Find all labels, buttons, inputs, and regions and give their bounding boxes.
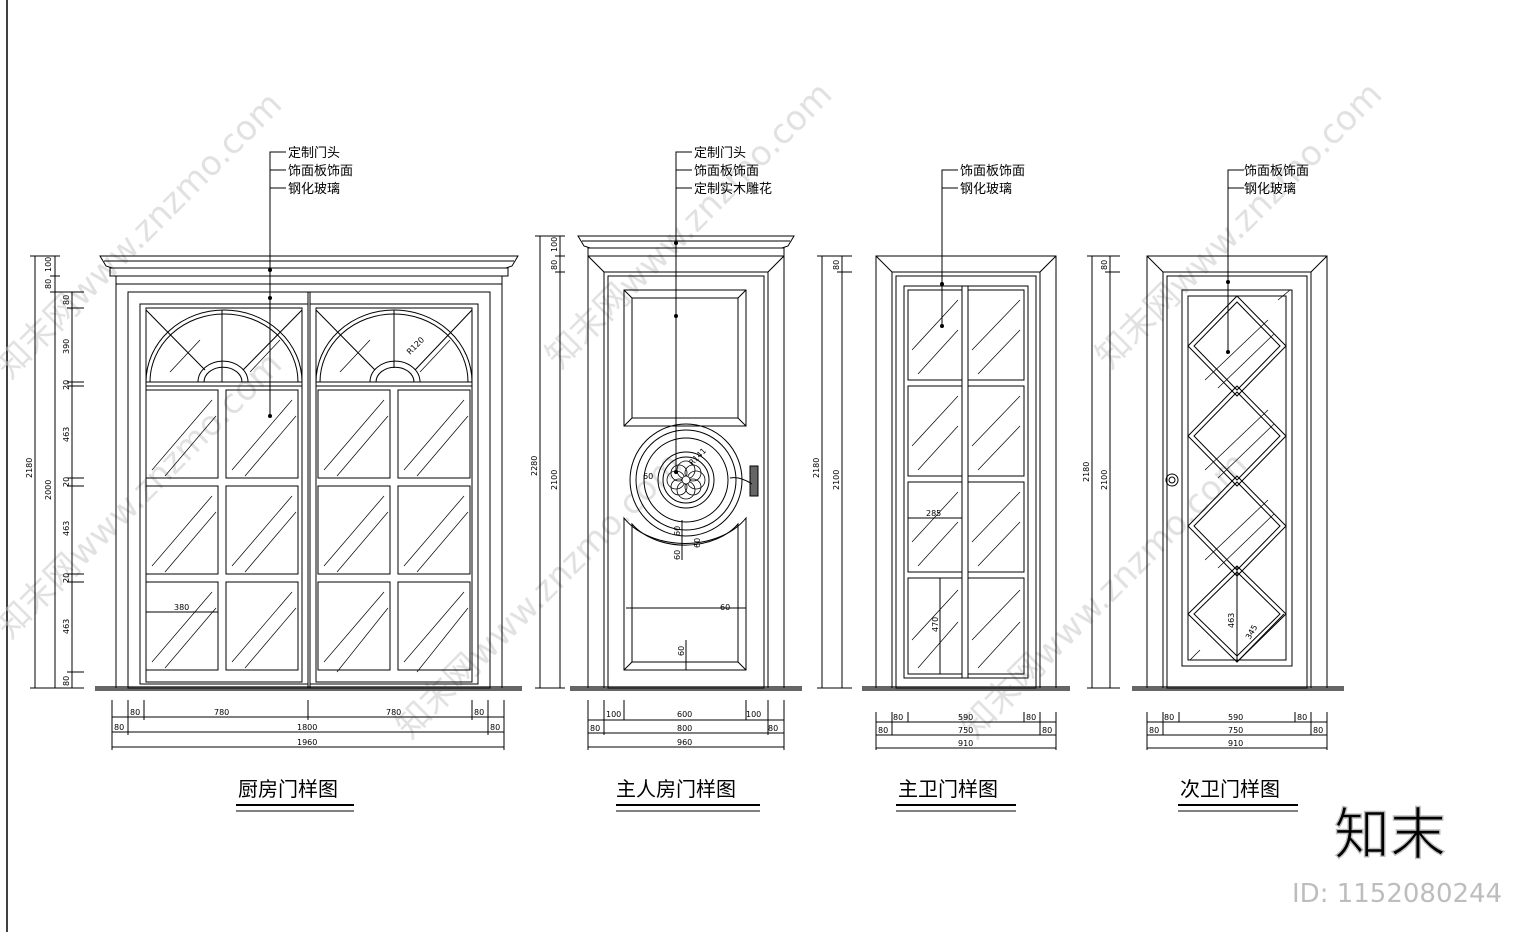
dim-label: 80 [1026, 713, 1036, 722]
note-text: 饰面板饰面 [288, 164, 353, 179]
dim-label: 80 [62, 676, 71, 686]
note-text: 饰面板饰面 [694, 164, 759, 179]
door-second-bath-labels: 饰面板饰面 钢化玻璃 次卫门样图 463 345 2180 2100 80 80… [1082, 164, 1323, 801]
dim-label: 750 [1228, 726, 1243, 735]
note-text: 定制门头 [288, 146, 340, 161]
dim-label: 590 [958, 713, 973, 722]
dim-label: 80 [590, 724, 600, 733]
dim-label: 60 [677, 646, 686, 656]
dim-label: 80 [832, 260, 841, 270]
dim-label: 2180 [25, 458, 34, 478]
dim-label: 463 [62, 619, 71, 634]
dim-label: 1800 [297, 723, 317, 732]
note-text: 钢化玻璃 [1244, 182, 1296, 197]
dim-label: 1960 [297, 738, 317, 747]
dim-label: 60 [643, 472, 653, 481]
dim-label: 910 [1228, 739, 1243, 748]
watermark-text: 知末网www.znzmo.com [1088, 74, 1390, 376]
dim-label: 100 [550, 237, 559, 252]
dim-label: 80 [114, 723, 124, 732]
dim-label: 60 [720, 603, 730, 612]
brand-watermark: 知末 ID: 1152080244 [1292, 802, 1502, 909]
dim-label: 80 [44, 279, 53, 289]
dim-label: 80 [893, 713, 903, 722]
dim-label: 80 [130, 708, 140, 717]
door-kitchen [30, 151, 522, 812]
dim-label: 910 [958, 739, 973, 748]
note-text: 定制实木雕花 [694, 181, 772, 197]
dim-label: 463 [62, 427, 71, 442]
dim-label: 100 [746, 710, 761, 719]
door-leaf [1166, 275, 1308, 689]
dim-label: 380 [174, 603, 189, 612]
dim-label: 80 [62, 295, 71, 305]
door-title: 次卫门样图 [1180, 777, 1280, 801]
dim-label: 2180 [1082, 462, 1091, 482]
dim-label: 463 [62, 521, 71, 536]
watermark-text: 知末网www.znzmo.com [0, 84, 290, 386]
dim-label: 285 [926, 509, 941, 518]
dim-label: 80 [474, 708, 484, 717]
dim-label: 80 [1042, 726, 1052, 735]
dim-label: 80 [878, 726, 888, 735]
dim-label: 2280 [530, 456, 539, 476]
dim-label: 80 [768, 724, 778, 733]
dim-label: 390 [62, 339, 71, 354]
dim-label: 80 [550, 260, 559, 270]
door-title: 主人房门样图 [616, 777, 736, 801]
door-kitchen-labels: 定制门头 饰面板饰面 钢化玻璃 厨房门样图 380 R120 2180 2000… [25, 146, 500, 801]
dim-label: 2100 [832, 470, 841, 490]
dim-label: 80 [490, 723, 500, 732]
note-text: 饰面板饰面 [960, 164, 1025, 179]
note-text: 饰面板饰面 [1244, 164, 1309, 179]
dim-label: 80 [1164, 713, 1174, 722]
dim-label: R120 [405, 335, 426, 356]
dim-label: 60 [673, 526, 682, 536]
note-text: 钢化玻璃 [960, 182, 1012, 197]
dim-label: 60 [673, 550, 682, 560]
dim-label: 470 [931, 617, 940, 632]
dim-label: 100 [606, 710, 621, 719]
dim-label: 2100 [1100, 470, 1109, 490]
door-second-bath [1087, 169, 1344, 812]
dim-label: 600 [677, 710, 692, 719]
door-master-bath-labels: 饰面板饰面 钢化玻璃 主卫门样图 285 470 2180 2100 80 80… [812, 164, 1052, 801]
dim-label: 80 [1297, 713, 1307, 722]
dim-label: 20 [62, 573, 71, 583]
dim-label: 80 [1313, 726, 1323, 735]
dim-label: 750 [958, 726, 973, 735]
brand-logo: 知末 [1334, 803, 1446, 868]
dim-label: 800 [677, 724, 692, 733]
dim-label: 590 [1228, 713, 1243, 722]
dim-label: 2100 [550, 470, 559, 490]
door-title: 主卫门样图 [898, 777, 998, 801]
note-text: 定制门头 [694, 146, 746, 161]
dim-label: 20 [62, 477, 71, 487]
door-master-bedroom [535, 151, 802, 812]
door-title: 厨房门样图 [238, 777, 338, 801]
dim-label: 80 [1100, 260, 1109, 270]
dim-label: 463 [1227, 613, 1236, 628]
dim-label: 80 [1149, 726, 1159, 735]
dim-label: 780 [214, 708, 229, 717]
watermark-text: 知末网www.znzmo.com [538, 74, 840, 376]
dim-label: 2180 [812, 458, 821, 478]
dim-label: 345 [1244, 623, 1259, 641]
dim-label: 960 [677, 738, 692, 747]
door-master-bath [817, 169, 1070, 812]
dim-label: 100 [44, 257, 53, 272]
carved-flower [666, 460, 706, 500]
dim-label: 60 [693, 538, 702, 548]
door-leaf [607, 275, 765, 689]
dim-label: 20 [62, 380, 71, 390]
dim-label: 780 [386, 708, 401, 717]
dim-label: 2000 [44, 480, 53, 500]
door-leaf [895, 275, 1037, 689]
dim-label: R141 [687, 446, 708, 467]
note-text: 钢化玻璃 [288, 182, 340, 197]
image-id: ID: 1152080244 [1292, 879, 1502, 909]
door-header [99, 255, 519, 269]
